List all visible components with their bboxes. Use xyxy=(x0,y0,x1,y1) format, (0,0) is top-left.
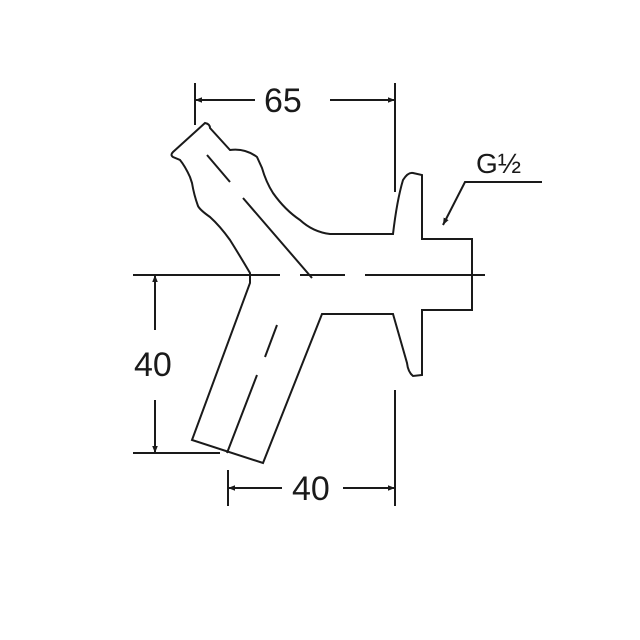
thread-size-label: G½ xyxy=(476,148,522,179)
lower-arm-centerline xyxy=(226,324,278,454)
upper-arm-centerline xyxy=(206,154,313,279)
dimension-label-left-40: 40 xyxy=(134,346,172,384)
dimension-label-65: 65 xyxy=(264,82,302,120)
dimension-label-bottom-40: 40 xyxy=(292,470,330,508)
thread-leader-line xyxy=(442,181,542,226)
faucet-body-outline xyxy=(170,121,473,465)
